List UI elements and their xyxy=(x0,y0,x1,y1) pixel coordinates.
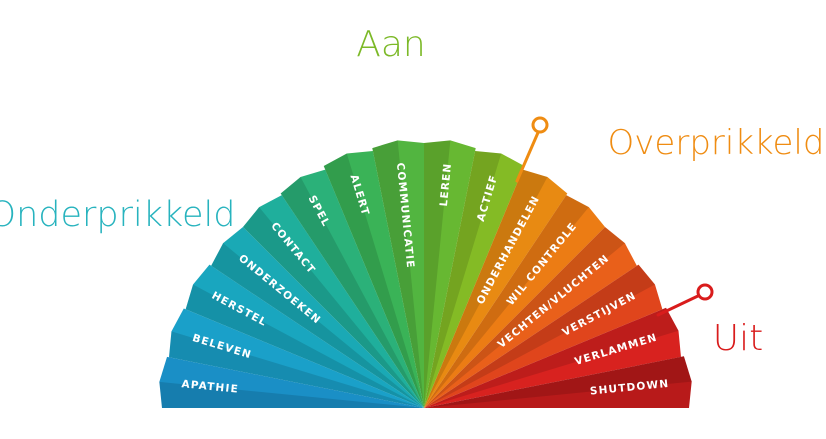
fan-segments xyxy=(159,140,692,409)
fan-segment-contact xyxy=(242,195,424,408)
fan-segment-spel xyxy=(280,169,424,408)
fan-segment-onderhandelen xyxy=(424,169,568,408)
fan-segment-herstel xyxy=(185,264,424,408)
fan-segment-fold xyxy=(424,140,451,408)
fan-segment-fold xyxy=(424,169,548,408)
uit-pointer xyxy=(656,283,714,317)
overprikkeld-pointer-pin xyxy=(531,116,549,134)
fan-segment-fold xyxy=(168,331,424,408)
fan-segment-fold xyxy=(280,177,424,408)
fan-label-leren: LEREN xyxy=(438,162,454,207)
fan-segment-onderzoeken xyxy=(211,226,424,408)
fan-segment-fold xyxy=(242,207,424,408)
fan-segment-fold xyxy=(424,195,589,408)
fan-segment-vechten-vluchten xyxy=(424,226,637,408)
fan-segment-verstijven xyxy=(424,264,663,408)
fan-segment-leren xyxy=(424,140,476,408)
fan-segment-alert xyxy=(323,151,424,409)
fan-segment-shutdown xyxy=(424,356,692,408)
fan-segment-fold xyxy=(424,307,679,408)
fan-label-apathie: APATHIE xyxy=(181,378,240,396)
fan-segment-apathie xyxy=(159,356,424,408)
fan-segment-fold xyxy=(372,140,424,408)
fan-segment-communicatie xyxy=(372,140,424,408)
fan-segment-fold xyxy=(211,243,424,408)
fan-segment-beleven xyxy=(168,308,424,408)
fan-segment-fold xyxy=(424,264,655,408)
zone-label-overprikkeld: Overprikkeld xyxy=(608,123,825,163)
fan-segment-actief xyxy=(424,151,525,409)
zone-label-onderprikkeld: Onderprikkeld xyxy=(0,195,235,235)
fan-segment-fold xyxy=(159,381,424,408)
fan-segment-fold xyxy=(323,153,424,408)
fan-segment-fold xyxy=(424,151,502,409)
fan-segment-fold xyxy=(424,226,625,408)
uit-pointer-line xyxy=(656,293,702,317)
fan-segment-verlammen xyxy=(424,307,681,408)
zone-label-uit: Uit xyxy=(713,318,763,359)
fan-segment-fold xyxy=(424,356,692,408)
overprikkeld-pointer-line xyxy=(515,126,542,183)
uit-pointer-pin xyxy=(696,283,714,301)
overprikkeld-pointer xyxy=(515,116,549,183)
zone-label-aan: Aan xyxy=(356,24,426,65)
fan-segment-wil-controle xyxy=(424,195,606,408)
fan-segment-fold xyxy=(185,284,424,408)
